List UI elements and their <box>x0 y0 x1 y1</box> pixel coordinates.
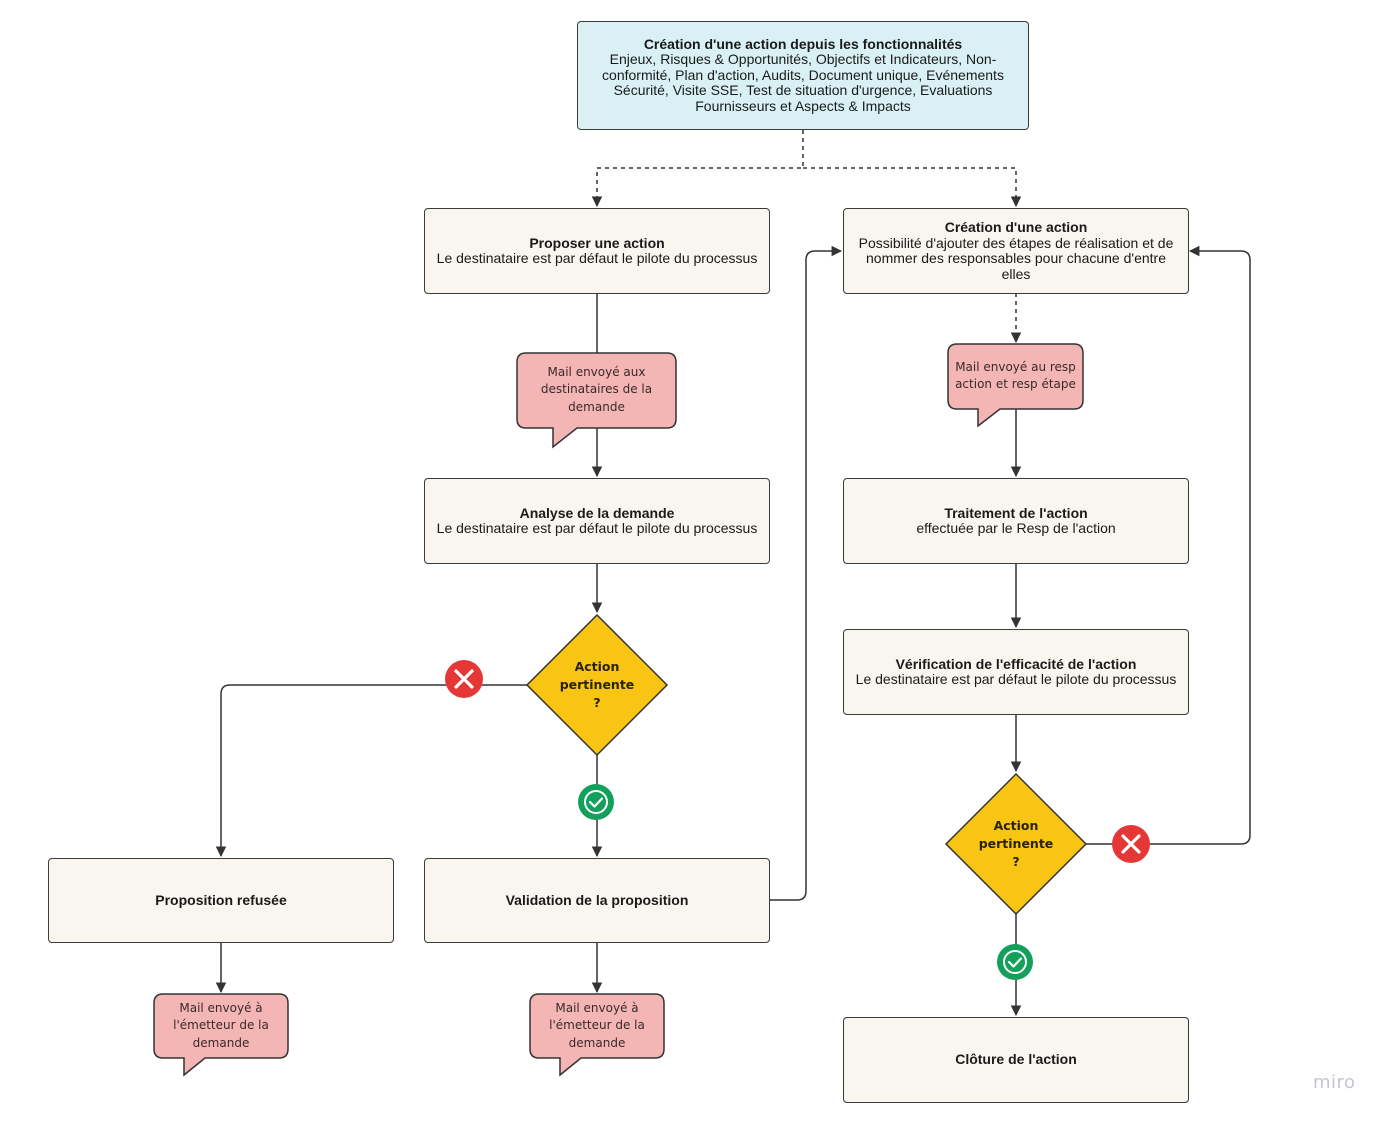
decision-diamond-left <box>525 613 669 757</box>
decision-line: Action <box>574 659 620 674</box>
proposer-title: Proposer une action <box>529 234 665 251</box>
bubble-line: Mail envoyé au resp <box>955 359 1076 374</box>
mail-emetteur-1-text: Mail envoyé à l'émetteur de la demande <box>154 996 288 1056</box>
bubble-line: l'émetteur de la <box>173 1018 269 1033</box>
connector-decision-loop <box>1086 245 1251 845</box>
creation-line: Possibilité d'ajouter des étapes de réal… <box>858 234 1174 251</box>
decision-right-text: Action pertinente ? <box>966 809 1066 879</box>
reject-x-icon <box>445 660 483 698</box>
bubble-line: destinataires de la <box>540 382 653 397</box>
decision-line: Action <box>993 818 1039 833</box>
top-box-line: Sécurité, Visite SSE, Test de situation … <box>613 82 993 99</box>
decision-diamond-right <box>944 772 1088 916</box>
accept-check-icon <box>578 784 614 820</box>
mail-bubble-resp <box>947 343 1084 428</box>
top-box-title: Création d'une action depuis les fonctio… <box>643 35 963 52</box>
miro-watermark: miro <box>1313 1072 1356 1093</box>
decision-left-text: Action pertinente ? <box>547 650 647 720</box>
analyse-demande-box: Analyse de la demande Le destinataire es… <box>424 478 770 564</box>
bubble-line: Mail envoyé aux <box>547 364 646 379</box>
creation-line: elles <box>1001 265 1031 282</box>
analyse-subtitle: Le destinataire est par défaut le pilote… <box>436 520 758 536</box>
traitement-title: Traitement de l'action <box>944 504 1088 521</box>
decision-line: pertinente <box>559 677 635 692</box>
validation-proposition-box: Validation de la proposition <box>424 858 770 943</box>
bubble-line: Mail envoyé à <box>555 1000 639 1015</box>
top-source-box: Création d'une action depuis les fonctio… <box>577 21 1029 130</box>
creation-action-box: Création d'une action Possibilité d'ajou… <box>843 208 1189 294</box>
verification-subtitle: Le destinataire est par défaut le pilote… <box>855 671 1177 687</box>
proposer-action-box: Proposer une action Le destinataire est … <box>424 208 770 294</box>
decision-line: ? <box>593 695 601 710</box>
decision-line: ? <box>1012 854 1020 869</box>
accept-check-icon <box>997 944 1033 980</box>
mail-resp-text: Mail envoyé au resp action et resp étape <box>948 347 1083 405</box>
validation-title: Validation de la proposition <box>505 891 689 908</box>
decision-line: pertinente <box>978 836 1054 851</box>
bubble-line: demande <box>568 1035 626 1050</box>
proposition-refusee-box: Proposition refusée <box>48 858 394 943</box>
bubble-line: l'émetteur de la <box>549 1018 645 1033</box>
connector-validation-creation <box>769 245 843 901</box>
verification-efficacite-box: Vérification de l'efficacité de l'action… <box>843 629 1189 715</box>
cloture-action-box: Clôture de l'action <box>843 1017 1189 1103</box>
connector-top-right <box>803 167 1022 208</box>
top-box-line: Fournisseurs et Aspects & Impacts <box>695 97 911 114</box>
analyse-title: Analyse de la demande <box>519 504 675 521</box>
bubble-line: Mail envoyé à <box>179 1000 263 1015</box>
traitement-action-box: Traitement de l'action effectuée par le … <box>843 478 1189 564</box>
verification-title: Vérification de l'efficacité de l'action <box>895 655 1137 672</box>
reject-x-icon <box>1112 825 1150 863</box>
traitement-subtitle: effectuée par le Resp de l'action <box>916 520 1116 536</box>
creation-line: nommer des responsables pour chacune d'e… <box>866 250 1166 266</box>
mail-emetteur-2-text: Mail envoyé à l'émetteur de la demande <box>530 996 664 1056</box>
proposer-subtitle: Le destinataire est par défaut le pilote… <box>436 250 758 266</box>
bubble-line: demande <box>192 1035 250 1050</box>
top-box-line: Enjeux, Risques & Opportunités, Objectif… <box>609 51 997 68</box>
mail-bubble-emetteur-1 <box>153 993 289 1077</box>
mail-destinataires-text: Mail envoyé aux destinataires de la dema… <box>517 355 676 425</box>
refusee-title: Proposition refusée <box>155 891 287 908</box>
mail-bubble-emetteur-2 <box>529 993 665 1077</box>
top-box-line: conformité, Plan d'action, Audits, Docum… <box>602 66 1004 83</box>
creation-title: Création d'une action <box>944 219 1088 235</box>
mail-bubble-destinataires <box>516 352 677 449</box>
bubble-line: action et resp étape <box>955 377 1076 391</box>
connector-decision-refusee <box>215 684 527 858</box>
connector-top-split <box>591 130 804 208</box>
bubble-line: demande <box>568 399 625 414</box>
cloture-title: Clôture de l'action <box>955 1051 1077 1068</box>
